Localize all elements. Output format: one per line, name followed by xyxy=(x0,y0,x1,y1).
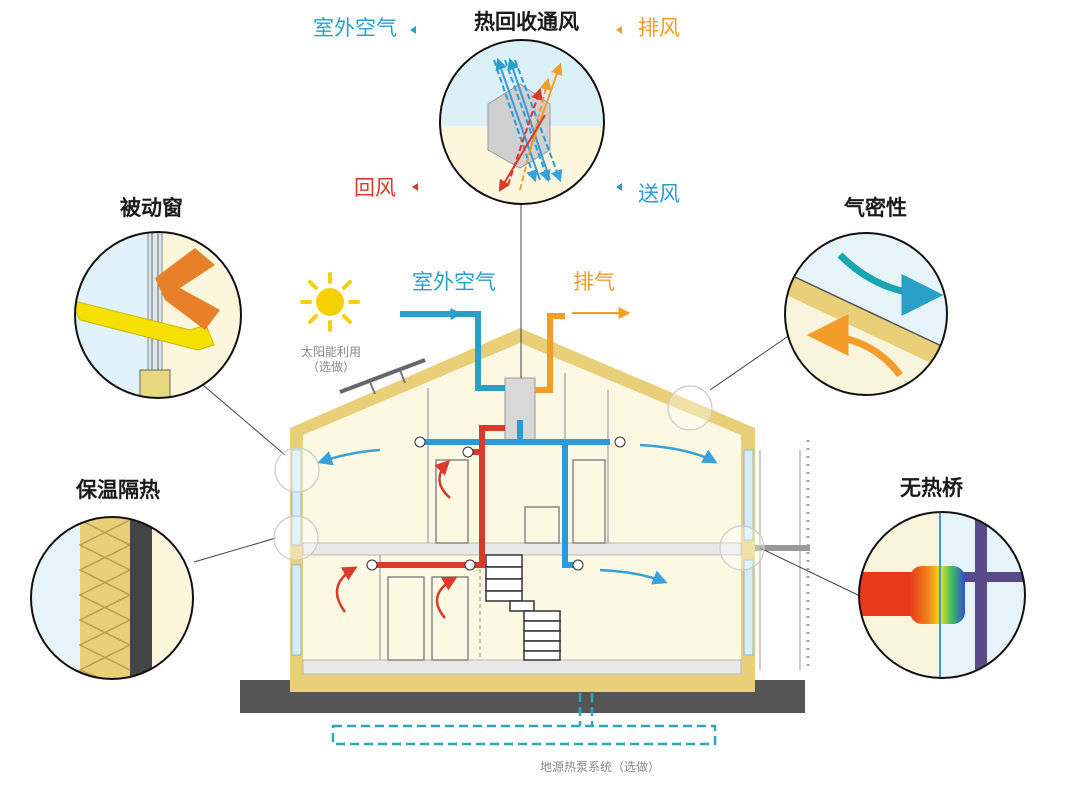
connector-lines xyxy=(193,204,861,597)
detail-heat-recovery xyxy=(439,39,605,205)
highlight-circles xyxy=(273,385,765,571)
house xyxy=(290,328,810,692)
solar-label-line2: （选做） xyxy=(306,360,355,374)
airtightness-label: 气密性 xyxy=(844,196,907,220)
supply-air-label: 送风 xyxy=(638,182,680,206)
detail-airtightness xyxy=(784,232,948,396)
solar-label-line1: 太阳能利用 xyxy=(300,345,361,359)
outdoor-air-mid-label: 室外空气 xyxy=(412,270,496,294)
hrv-title: 热回收通风 xyxy=(474,10,579,34)
return-air-label: 回风 xyxy=(354,176,396,200)
insulation-label: 保温隔热 xyxy=(76,478,160,502)
exhaust-top-label: 排风 xyxy=(638,16,680,40)
airflow-arrows xyxy=(317,443,718,619)
label-markers xyxy=(410,26,622,191)
solar-label: 太阳能利用 （选做） xyxy=(286,346,376,373)
sun-icon xyxy=(300,272,360,332)
outdoor-air-top-label: 室外空气 xyxy=(313,16,397,40)
detail-passive-window xyxy=(74,231,242,399)
detail-no-thermal-bridge xyxy=(858,511,1026,679)
solar-panel xyxy=(339,358,426,395)
exhaust-mid-label: 排气 xyxy=(573,270,615,294)
detail-insulation xyxy=(30,516,194,680)
passive-window-label: 被动窗 xyxy=(120,196,183,220)
no-thermal-bridge-label: 无热桥 xyxy=(900,476,963,500)
ground-source-loop xyxy=(331,665,717,746)
diffusers xyxy=(366,436,626,571)
ground-source-label: 地源热泵系统（选做） xyxy=(540,760,661,774)
